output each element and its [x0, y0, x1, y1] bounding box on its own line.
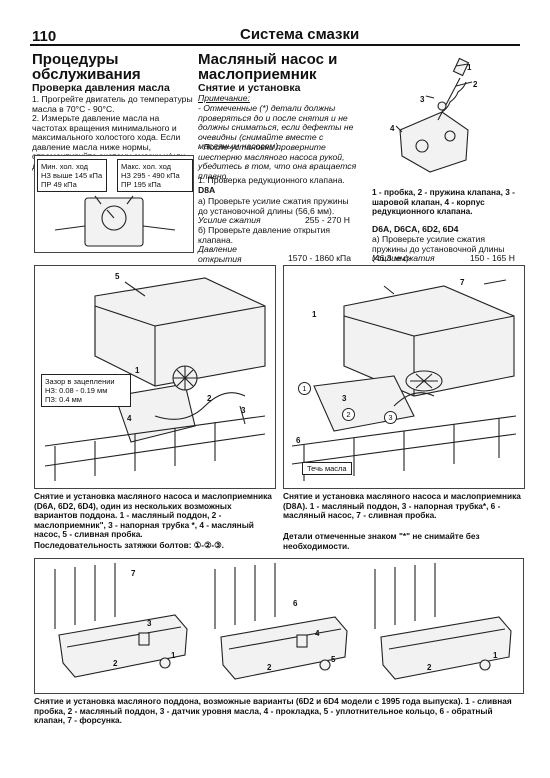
valve-caption: 1 - пробка, 2 - пружина клапана, 3 - шар… — [372, 187, 515, 217]
pan-callout-2b: 2 — [267, 663, 272, 672]
gauge-drawing — [54, 195, 176, 247]
right-fig-callout-3: 3 — [342, 394, 347, 403]
oil-pump-figure-d6a: 5 1 2 3 4 Зазор в зацеплении НЗ: 0.08 - … — [34, 265, 276, 489]
pan-callout-1a: 1 — [171, 651, 176, 660]
fig-right-note: Детали отмеченные знаком "*" не снимайте… — [283, 531, 480, 551]
d6-force-label: Усилие сжатия — [372, 253, 435, 263]
valve-callout-3: 3 — [420, 95, 425, 104]
right-fig-callout-1: 1 — [312, 310, 317, 319]
pump-d6a-drawing — [44, 277, 266, 481]
pan-callout-1c: 1 — [493, 651, 498, 660]
valve-check-title: 1. Проверка редукционного клапана. — [198, 175, 345, 185]
oil-pan-figure: 7 2 1 3 6 2 5 4 2 1 — [34, 558, 524, 694]
d8a-force-value: 255 - 270 Н — [305, 215, 350, 225]
pump-d8a-drawing — [291, 279, 517, 481]
d6-a-text: а) Проверьте усилие сжатия пружины до ус… — [372, 234, 505, 264]
valve-callout-1: 1 — [467, 63, 472, 72]
pan-callout-6: 6 — [293, 599, 298, 608]
torque-order-1: 1 — [298, 382, 311, 395]
d8a-pressure-label: Давление открытия — [198, 244, 242, 264]
col2-title: Масляный насос и маслоприемник — [198, 51, 338, 83]
valve-callout-2: 2 — [473, 80, 478, 89]
torque-order-3: 3 — [384, 411, 397, 424]
fig-right-caption: Снятие и установка масляного насоса и ма… — [283, 491, 521, 521]
gauge-min-line2: НЗ выше 145 кПа — [41, 171, 103, 180]
gauge-max-line1: Макс. хол. ход — [121, 162, 172, 171]
page-number: 110 — [32, 28, 57, 45]
gauge-max-line2: НЗ 295 - 490 кПа — [121, 171, 180, 180]
gear-gap-pz: ПЗ: 0.4 мм — [45, 395, 82, 404]
pan-callout-2c: 2 — [427, 663, 432, 672]
pressure-gauge-figure: Мин. хол. ход НЗ выше 145 кПа ПР 49 кПа … — [34, 155, 194, 253]
valve-callout-4: 4 — [390, 124, 395, 133]
pan-callout-5: 5 — [331, 655, 336, 664]
relief-valve-drawing — [395, 57, 473, 173]
gauge-min-line3: ПР 49 кПа — [41, 180, 77, 189]
col1-title: Процедуры обслуживания — [32, 51, 141, 83]
gauge-min-box: Мин. хол. ход НЗ выше 145 кПа ПР 49 кПа — [37, 159, 107, 192]
gear-gap-nz: НЗ: 0.08 - 0.19 мм — [45, 386, 108, 395]
pan-callout-3: 3 — [147, 619, 152, 628]
col1-subtitle: Проверка давления масла — [32, 82, 170, 94]
torque-order-2: 2 — [342, 408, 355, 421]
gauge-max-line3: ПР 195 кПа — [121, 180, 161, 189]
d8a-pressure-value: 1570 - 1860 кПа — [288, 253, 351, 263]
d6-force-value: 150 - 165 Н — [470, 253, 515, 263]
right-fig-callout-7: 7 — [460, 278, 465, 287]
gear-gap-box: Зазор в зацеплении НЗ: 0.08 - 0.19 мм ПЗ… — [41, 374, 131, 407]
section-title: Система смазки — [240, 26, 360, 43]
oil-pan-caption: Снятие и установка масляного поддона, во… — [34, 696, 512, 726]
col2-note-1: - Отмеченные (*) детали должны проверять… — [198, 103, 354, 152]
col2-note-2: - После установки проверните шестерню ма… — [198, 142, 357, 181]
gauge-max-box: Макс. хол. ход НЗ 295 - 490 кПа ПР 195 к… — [117, 159, 193, 192]
torque-sequence: Последовательность затяжки болтов: ①-②-③… — [34, 540, 224, 550]
oil-pump-figure-d8a: 1 7 3 6 1 2 3 Течь масла — [283, 265, 525, 489]
d8a-force-label: Усилие сжатия — [198, 215, 261, 225]
col1-step-1: 1. Прогрейте двигатель до температуры ма… — [32, 94, 193, 114]
left-fig-callout-5: 5 — [115, 272, 120, 281]
d6-models: D6A, D6CA, 6D2, 6D4 — [372, 224, 459, 234]
left-fig-callout-3: 3 — [241, 406, 246, 415]
pan-callout-2a: 2 — [113, 659, 118, 668]
d8a-a-text: а) Проверьте усилие сжатия пружины до ус… — [198, 196, 349, 216]
pan-callout-4: 4 — [315, 629, 320, 638]
gauge-min-line1: Мин. хол. ход — [41, 162, 89, 171]
d8a-b-text: б) Проверьте давление открытия клапана. — [198, 225, 331, 245]
col2-note-label: Примечание: — [198, 93, 250, 103]
header-rule — [30, 44, 520, 46]
left-fig-callout-1: 1 — [135, 366, 140, 375]
fig-left-caption: Снятие и установка масляного насоса и ма… — [34, 491, 272, 540]
d8a-label: D8A — [198, 185, 216, 195]
left-fig-callout-4: 4 — [127, 414, 132, 423]
gear-gap-title: Зазор в зацеплении — [45, 377, 115, 386]
oil-pan-drawing — [54, 563, 512, 680]
col2-subtitle: Снятие и установка — [198, 82, 301, 94]
pan-callout-7: 7 — [131, 569, 136, 578]
left-fig-callout-2: 2 — [207, 394, 212, 403]
oil-flow-label: Течь масла — [302, 462, 352, 475]
right-fig-callout-6: 6 — [296, 436, 301, 445]
